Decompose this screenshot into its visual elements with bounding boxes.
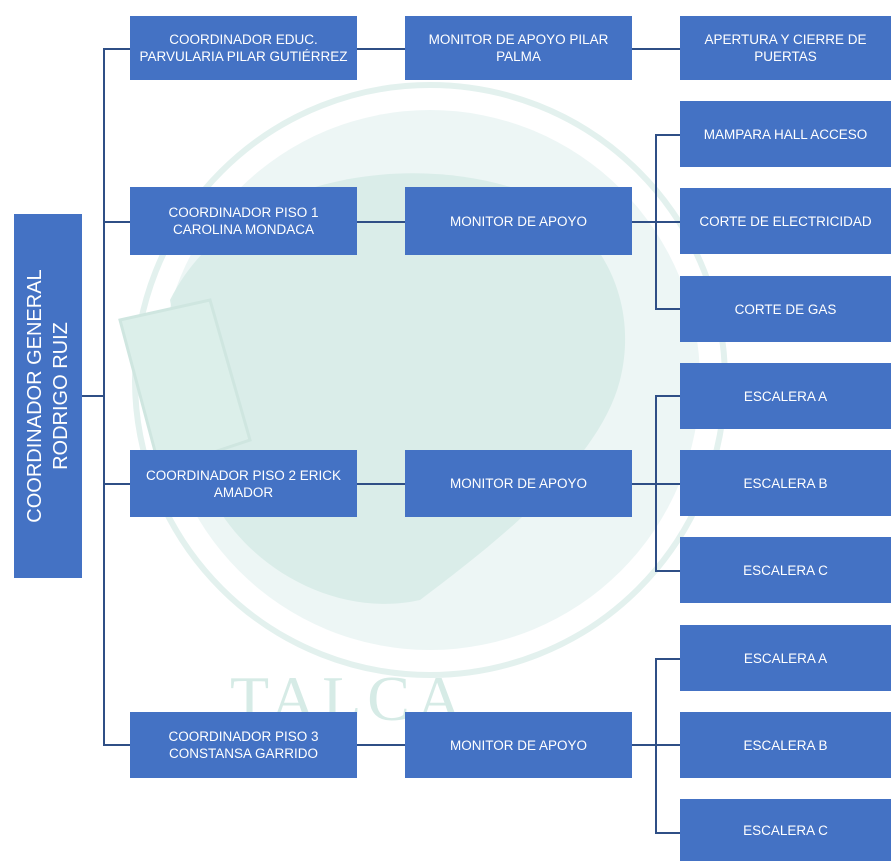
connector — [357, 483, 405, 485]
connector — [655, 134, 680, 136]
connector — [357, 48, 405, 50]
root-title: COORDINADOR GENERAL — [24, 269, 46, 523]
level2-node: MONITOR DE APOYO — [405, 712, 632, 778]
connector — [632, 48, 680, 50]
connector — [655, 483, 680, 485]
connector — [103, 48, 130, 50]
connector — [655, 308, 680, 310]
level2-node: MONITOR DE APOYO PILAR PALMA — [405, 16, 632, 80]
root-node-label: COORDINADOR GENERAL RODRIGO RUIZ — [22, 214, 74, 578]
root-name: RODRIGO RUIZ — [50, 322, 72, 470]
level1-node: COORDINADOR EDUC. PARVULARIA PILAR GUTIÉ… — [130, 16, 357, 80]
connector — [103, 221, 130, 223]
node-label: ESCALERA C — [743, 822, 828, 838]
node-label: ESCALERA A — [743, 388, 828, 404]
level3-node: CORTE DE ELECTRICIDAD — [680, 188, 891, 254]
connector — [655, 221, 680, 223]
connector — [655, 570, 680, 572]
node-label: ESCALERA B — [743, 475, 828, 491]
level3-node: ESCALERA C — [680, 537, 891, 603]
level3-node: ESCALERA A — [680, 363, 891, 429]
connector — [655, 832, 680, 834]
connector — [632, 221, 656, 223]
node-label: MONITOR DE APOYO — [449, 737, 588, 753]
node-label: ESCALERA B — [743, 737, 828, 753]
node-label: CORTE DE GAS — [734, 301, 837, 317]
connector — [632, 744, 656, 746]
node-label: APERTURA Y CIERRE DE PUERTAS — [704, 32, 867, 64]
level1-node: COORDINADOR PISO 3 CONSTANSA GARRIDO — [130, 712, 357, 778]
level3-node: MAMPARA HALL ACCESO — [680, 101, 891, 167]
level3-node: ESCALERA B — [680, 712, 891, 778]
node-label: MONITOR DE APOYO — [449, 213, 588, 229]
connector — [103, 744, 130, 746]
node-label: CORTE DE ELECTRICIDAD — [699, 213, 872, 229]
connector — [655, 395, 680, 397]
node-label: MAMPARA HALL ACCESO — [703, 126, 868, 142]
node-label: COORDINADOR PISO 1 CAROLINA MONDACA — [168, 205, 319, 237]
level2-node: MONITOR DE APOYO — [405, 187, 632, 255]
level1-node: COORDINADOR PISO 2 ERICK AMADOR — [130, 450, 357, 517]
root-node-coordinador-general — [14, 214, 82, 578]
node-label: ESCALERA C — [743, 562, 828, 578]
level3-node: ESCALERA C — [680, 799, 891, 861]
node-label: ESCALERA A — [743, 650, 828, 666]
level3-node: ESCALERA A — [680, 625, 891, 691]
connector — [103, 483, 130, 485]
connector — [103, 48, 105, 745]
level3-node: ESCALERA B — [680, 450, 891, 516]
level1-node: COORDINADOR PISO 1 CAROLINA MONDACA — [130, 187, 357, 255]
node-label: MONITOR DE APOYO PILAR PALMA — [428, 32, 609, 64]
connector — [357, 221, 405, 223]
connector — [357, 744, 405, 746]
connector — [82, 395, 104, 397]
node-label: COORDINADOR EDUC. PARVULARIA PILAR GUTIÉ… — [139, 32, 348, 64]
level2-node: MONITOR DE APOYO — [405, 450, 632, 517]
connector — [632, 483, 656, 485]
connector — [655, 744, 680, 746]
level3-node: APERTURA Y CIERRE DE PUERTAS — [680, 16, 891, 80]
node-label: COORDINADOR PISO 2 ERICK AMADOR — [145, 467, 342, 500]
level3-node: CORTE DE GAS — [680, 276, 891, 342]
node-label: COORDINADOR PISO 3 CONSTANSA GARRIDO — [168, 729, 319, 761]
connector — [655, 658, 680, 660]
node-label: MONITOR DE APOYO — [449, 476, 588, 491]
